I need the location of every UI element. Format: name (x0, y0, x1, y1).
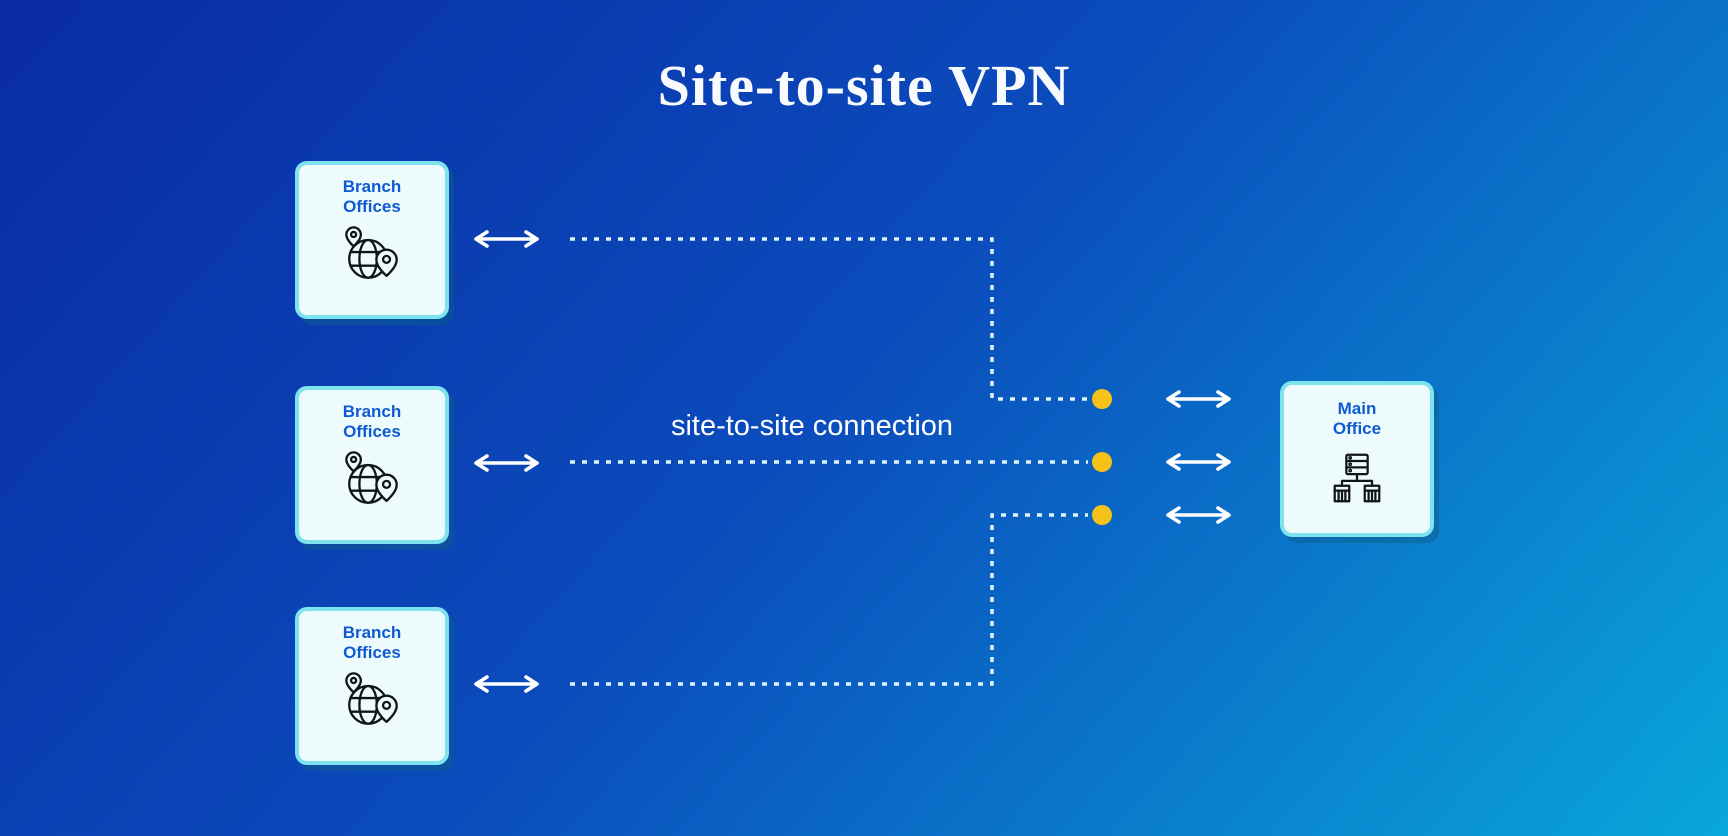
yellow-endpoint-dot (1092, 389, 1112, 409)
tunnel-branch-1 (570, 237, 1088, 401)
main-office-label: Main Office (1333, 399, 1381, 440)
connection-label: site-to-site connection (670, 410, 954, 442)
globe-location-pins-icon (345, 672, 398, 725)
vpn-tunnel-lines (570, 237, 1088, 686)
branch-office-label: Branch Offices (343, 623, 402, 664)
globe-location-pins-icon (345, 226, 398, 279)
double-headed-arrow-icon (1166, 453, 1231, 471)
branch-office-node-3: Branch Offices (295, 607, 449, 765)
double-headed-arrow-icon (474, 454, 539, 472)
double-headed-arrow-icon (474, 675, 539, 693)
branch-office-node-1: Branch Offices (295, 161, 449, 319)
yellow-endpoint-dot (1092, 505, 1112, 525)
diagram-title: Site-to-site VPN (657, 53, 1071, 118)
branch-label-line1: Branch (342, 177, 402, 196)
double-headed-arrow-icon (474, 230, 539, 248)
branch-office-node-2: Branch Offices (295, 386, 449, 544)
branch-label-line2: Offices (343, 422, 401, 442)
branch-label-line2: Offices (343, 643, 401, 663)
main-label-line2: Office (1332, 419, 1382, 439)
yellow-endpoint-dot (1092, 452, 1112, 472)
double-headed-arrow-icon (1166, 390, 1231, 408)
branch-label-line2: Offices (343, 197, 401, 217)
main-office-node: Main Office (1280, 381, 1434, 537)
branch-label-line1: Branch (342, 623, 402, 642)
branch-label-line1: Branch (342, 402, 402, 421)
branch-office-label: Branch Offices (343, 177, 402, 218)
globe-location-pins-icon (345, 451, 398, 504)
endpoint-dots (1092, 389, 1112, 525)
branch-office-label: Branch Offices (343, 402, 402, 443)
office-network-icon (1333, 453, 1381, 503)
tunnel-branch-3 (570, 513, 1088, 686)
double-headed-arrow-icon (1166, 506, 1231, 524)
double-headed-arrows (474, 230, 1231, 693)
main-label-line1: Main (1337, 399, 1377, 418)
